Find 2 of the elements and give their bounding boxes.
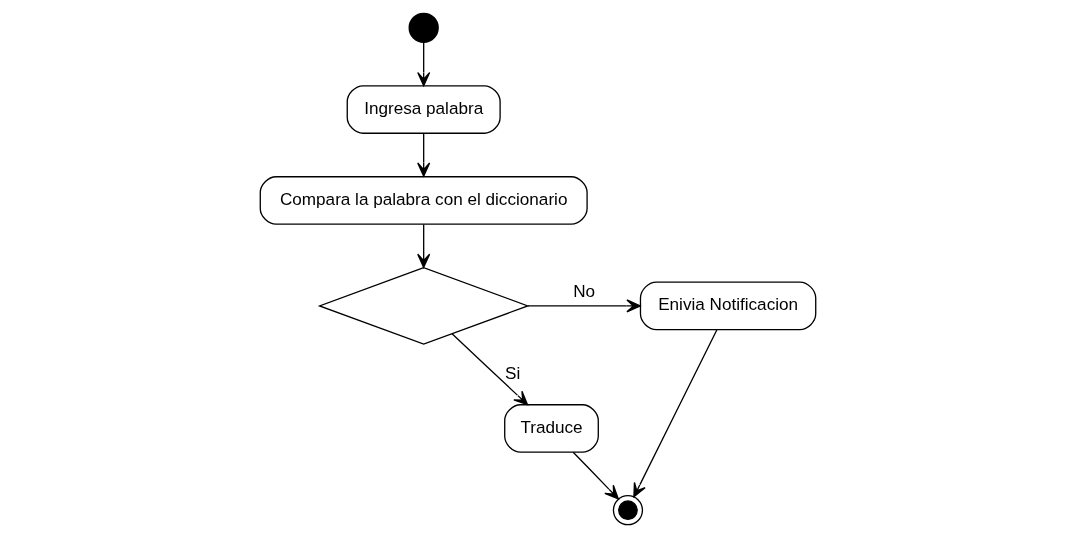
edge-label: Si xyxy=(504,362,520,383)
edge-label: No xyxy=(572,281,595,302)
